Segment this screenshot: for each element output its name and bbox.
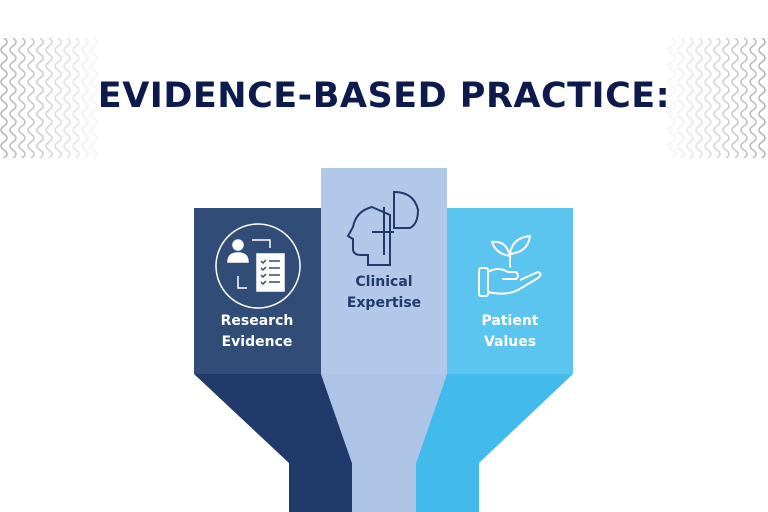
wave-line: [45, 38, 53, 158]
wave-line: [81, 38, 89, 158]
funnel-clinical: [321, 374, 447, 512]
wave-line: [686, 38, 694, 158]
wave-line: [0, 38, 8, 158]
wave-line: [731, 38, 739, 158]
wave-line: [668, 38, 676, 158]
wave-line: [713, 38, 721, 158]
wave-pattern-right: [668, 38, 766, 158]
wave-line: [18, 38, 26, 158]
wave-line: [27, 38, 35, 158]
pillar-clinical-top: [321, 168, 447, 374]
wave-line: [749, 38, 757, 158]
wave-line: [704, 38, 712, 158]
funnel-research: [194, 374, 352, 512]
research-clipboard-icon: [215, 223, 301, 309]
wave-line: [90, 38, 98, 158]
wave-line: [758, 38, 766, 158]
label-research-evidence: Research Evidence: [220, 313, 294, 350]
wave-line: [695, 38, 703, 158]
wave-line: [72, 38, 80, 158]
wave-pattern-left: [0, 38, 98, 158]
wave-line: [677, 38, 685, 158]
puzzle-head-icon: [346, 190, 420, 266]
wave-line: [63, 38, 71, 158]
hand-plant-icon: [478, 234, 542, 297]
funnel-patient: [416, 374, 573, 512]
label-patient-values: Patient Values: [481, 313, 539, 350]
wave-line: [36, 38, 44, 158]
pillar-patient-top: [447, 208, 573, 374]
label-clinical-expertise: Clinical Expertise: [346, 274, 422, 311]
wave-line: [9, 38, 17, 158]
wave-line: [54, 38, 62, 158]
wave-line: [722, 38, 730, 158]
wave-line: [740, 38, 748, 158]
page-title: EVIDENCE-BASED PRACTICE:: [97, 76, 671, 116]
